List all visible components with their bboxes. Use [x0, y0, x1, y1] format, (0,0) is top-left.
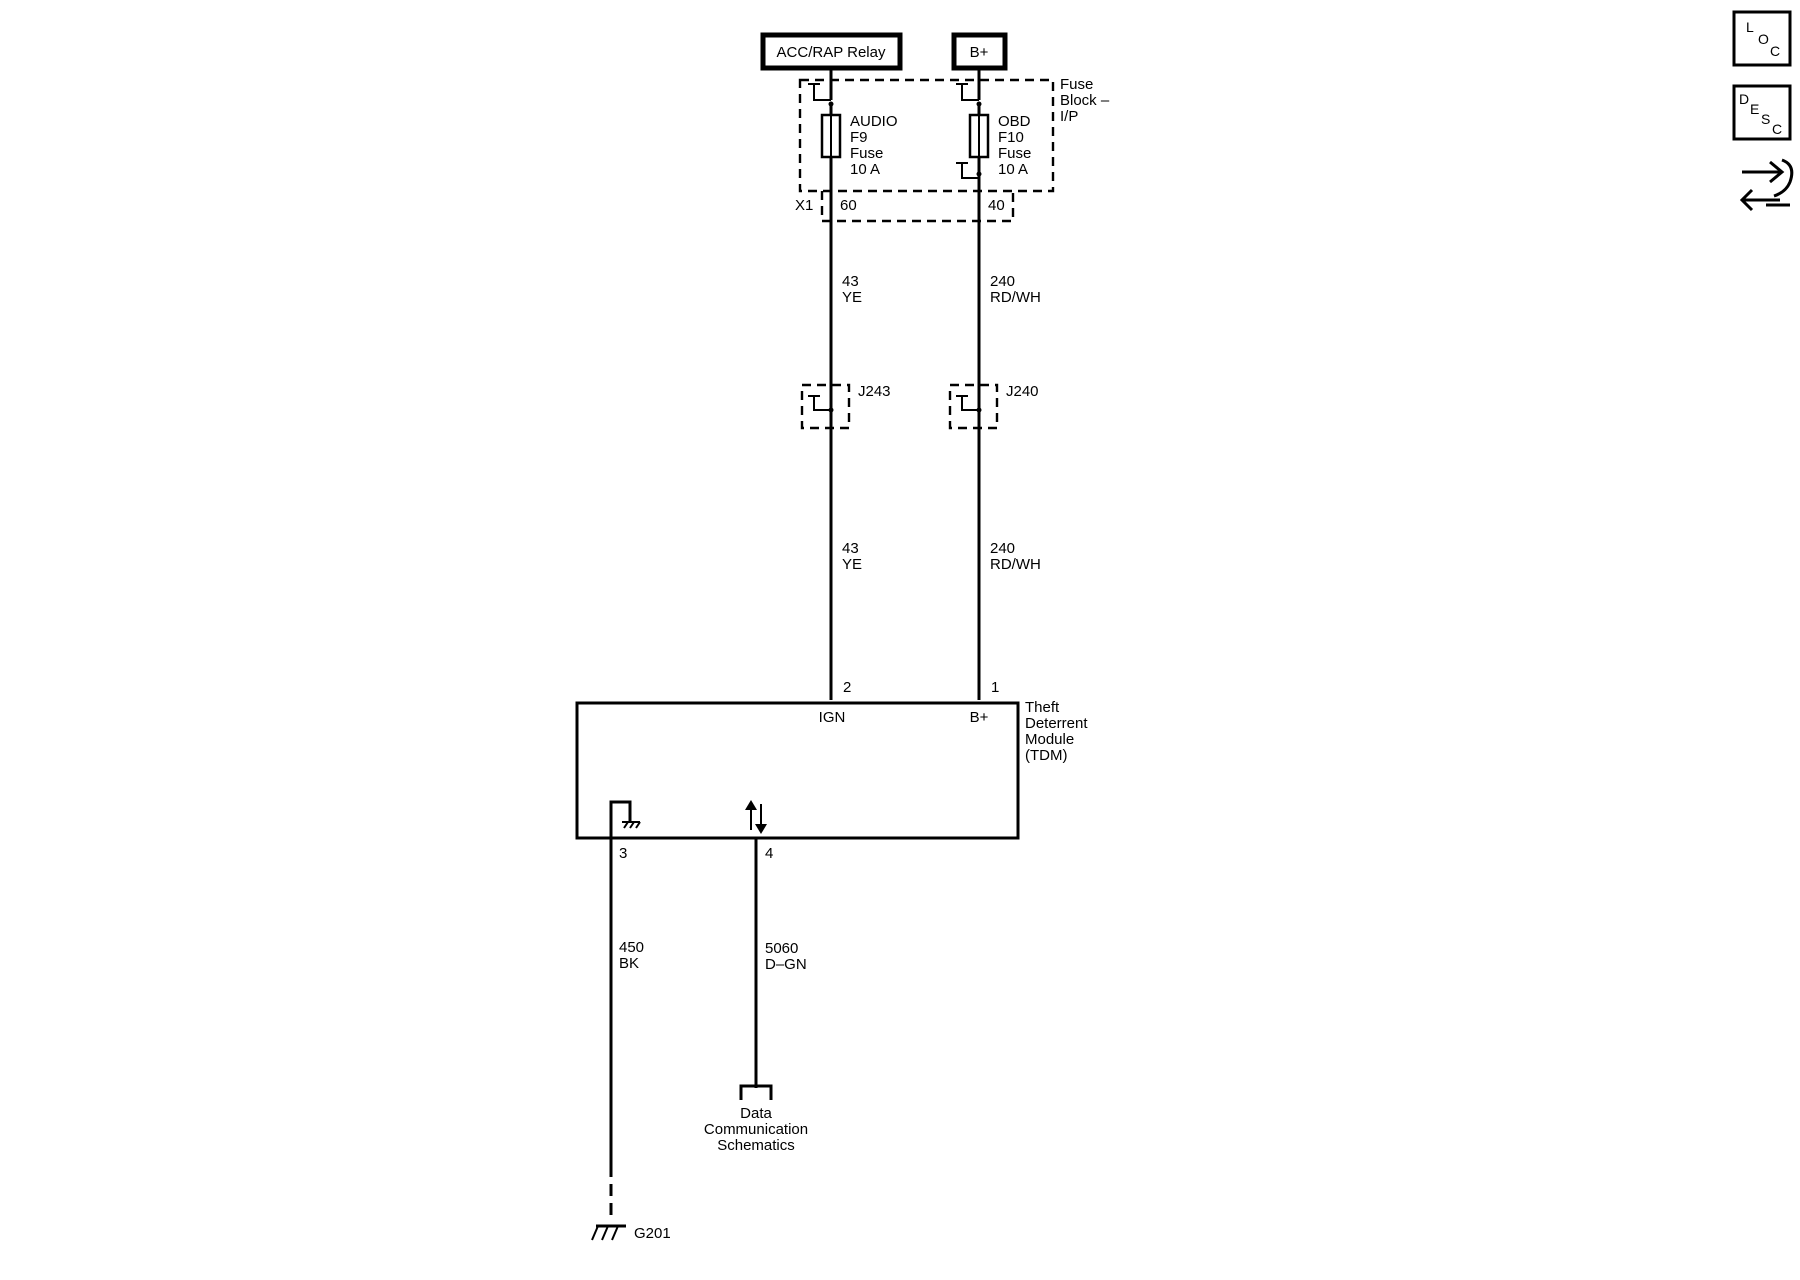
obd-pin-number: 40	[988, 197, 1005, 214]
tdm-bplus-terminal-label: B+	[970, 709, 989, 726]
obd-top-connector-icon	[956, 83, 979, 101]
fuse-block-ip[interactable]	[798, 78, 1055, 223]
audio-fuse-type: Fuse	[850, 145, 883, 162]
fuse-block-label-3: I/P	[1060, 108, 1078, 125]
theft-deterrent-module[interactable]	[575, 701, 1020, 840]
audio-pin-number: 60	[840, 197, 857, 214]
data-wire-color: D–GN	[765, 956, 807, 973]
data-wire-circuit: 5060	[765, 940, 798, 957]
audio-fuse-number: F9	[850, 129, 868, 146]
fuse-block-label-2: Block –	[1060, 92, 1110, 109]
ign-upper-circuit: 43	[842, 273, 859, 290]
acc-rap-relay-source[interactable]: ACC/RAP Relay	[760, 32, 903, 71]
splice-j243[interactable]	[800, 383, 851, 430]
loc-letter-o: O	[1758, 31, 1769, 47]
fuse-block-label-1: Fuse	[1060, 76, 1093, 93]
tdm-name-3: Module	[1025, 731, 1074, 748]
internal-ground-icon	[609, 800, 632, 838]
data-link-label-2[interactable]: Communication	[704, 1121, 808, 1138]
bplus-source-label: B+	[970, 44, 989, 61]
desc-letter-e: E	[1750, 101, 1759, 117]
data-link-label-3[interactable]: Schematics	[717, 1137, 795, 1154]
serial-data-arrows-icon	[745, 800, 767, 834]
tdm-pin-bplus: 1	[991, 679, 999, 696]
audio-connector-icon	[808, 83, 831, 101]
ground-g201-label: G201	[634, 1225, 671, 1242]
obd-fuse-rating: 10 A	[998, 161, 1028, 178]
fuse-block-connector-id: X1	[795, 197, 813, 214]
data-link-label-1[interactable]: Data	[740, 1105, 772, 1122]
bplus-lower-circuit: 240	[990, 540, 1015, 557]
bplus-upper-color: RD/WH	[990, 289, 1041, 306]
obd-fuse-number: F10	[998, 129, 1024, 146]
ground-wire-circuit: 450	[619, 939, 644, 956]
splice-j243-label: J243	[858, 383, 891, 400]
tdm-name-4: (TDM)	[1025, 747, 1067, 764]
bplus-lower-color: RD/WH	[990, 556, 1041, 573]
obd-fuse-label: OBD	[998, 113, 1031, 130]
splice-j240-label: J240	[1006, 383, 1039, 400]
tdm-pin-data: 4	[765, 845, 773, 862]
desc-letter-c: C	[1772, 121, 1782, 137]
ign-lower-circuit: 43	[842, 540, 859, 557]
loc-icon[interactable]: L O C	[1732, 10, 1792, 67]
tdm-name-2: Deterrent	[1025, 715, 1088, 732]
desc-letter-s: S	[1761, 111, 1770, 127]
desc-icon[interactable]: D E S C	[1732, 84, 1792, 141]
ground-wire-color: BK	[619, 955, 639, 972]
tdm-ign-terminal-label: IGN	[819, 709, 846, 726]
loc-letter-c: C	[1770, 43, 1780, 59]
audio-fuse-rating: 10 A	[850, 161, 880, 178]
connector-icon[interactable]	[1739, 158, 1794, 212]
tdm-pin-ign: 2	[843, 679, 851, 696]
bplus-upper-circuit: 240	[990, 273, 1015, 290]
desc-letter-d: D	[1739, 91, 1749, 107]
obd-bottom-connector-icon	[956, 162, 979, 179]
ign-lower-color: YE	[842, 556, 862, 573]
obd-fuse-type: Fuse	[998, 145, 1031, 162]
tdm-name-1: Theft	[1025, 699, 1060, 716]
acc-rap-relay-label: ACC/RAP Relay	[777, 44, 886, 61]
tdm-pin-ground: 3	[619, 845, 627, 862]
loc-letter-l: L	[1746, 19, 1754, 35]
data-link-connector-icon[interactable]	[739, 1084, 773, 1100]
splice-j240[interactable]	[948, 383, 999, 430]
audio-fuse-label: AUDIO	[850, 113, 898, 130]
ground-g201-icon[interactable]	[591, 1224, 626, 1241]
ign-upper-color: YE	[842, 289, 862, 306]
bplus-source[interactable]: B+	[951, 32, 1008, 71]
